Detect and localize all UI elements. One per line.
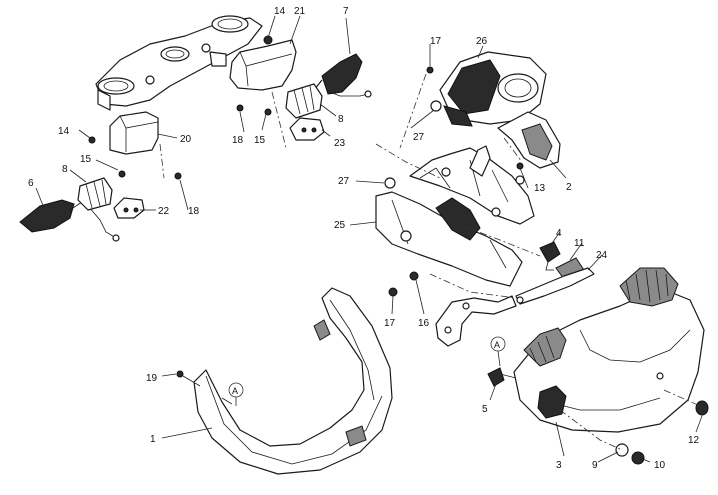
label-3: 3 xyxy=(556,460,562,471)
callout-labels: 14 21 7 17 26 27 14 20 15 8 6 22 18 18 1… xyxy=(28,6,700,471)
mid-screws xyxy=(388,66,524,297)
label-11: 11 xyxy=(574,238,585,249)
label-12: 12 xyxy=(688,435,700,446)
label-10: 10 xyxy=(654,460,666,471)
part-4-relay xyxy=(539,241,561,271)
reference-a-right-label: A xyxy=(494,340,500,350)
label-27-mid: 27 xyxy=(338,176,350,187)
label-6: 6 xyxy=(28,178,34,189)
part-22-bracket xyxy=(113,197,145,219)
label-17-top: 17 xyxy=(430,36,442,47)
label-8-top: 8 xyxy=(338,114,344,125)
part-26-instrument-cluster xyxy=(439,51,547,127)
label-14-left: 14 xyxy=(58,126,70,137)
reference-a-right xyxy=(490,336,506,367)
part-24-wire-bracket xyxy=(515,267,595,305)
part-9-10-nut-washer xyxy=(615,443,645,465)
label-27-top: 27 xyxy=(413,132,425,143)
label-21: 21 xyxy=(294,6,306,17)
part-25-front-panel xyxy=(375,145,523,287)
part-8-left-rubber xyxy=(77,177,113,211)
part-1-front-fairing xyxy=(193,287,393,475)
part-3-headlight-assembly xyxy=(513,267,705,433)
label-18-top: 18 xyxy=(232,135,244,146)
part-21-clamp xyxy=(229,35,297,91)
label-4: 4 xyxy=(556,228,562,239)
part-23-bracket xyxy=(289,117,325,141)
label-22: 22 xyxy=(158,206,170,217)
reference-a-left xyxy=(221,382,244,406)
upper-triple-clamp xyxy=(95,15,263,111)
label-13: 13 xyxy=(534,183,546,194)
label-8-left: 8 xyxy=(62,164,68,175)
part-2-cover xyxy=(497,111,561,169)
part-8-right-rubber xyxy=(285,83,323,119)
label-5: 5 xyxy=(482,404,488,415)
part-16-headlight-bracket xyxy=(435,295,517,347)
label-19: 19 xyxy=(146,373,158,384)
part-20-clamp xyxy=(109,111,159,155)
label-14-top: 14 xyxy=(274,6,286,17)
part-25-support-bracket xyxy=(409,147,535,225)
label-26: 26 xyxy=(476,36,488,47)
label-23: 23 xyxy=(334,138,346,149)
label-25: 25 xyxy=(334,220,346,231)
label-20: 20 xyxy=(180,134,192,145)
label-15-top: 15 xyxy=(254,135,266,146)
small-screws-upper-left xyxy=(88,104,272,180)
alignment-lines xyxy=(159,73,701,451)
label-7: 7 xyxy=(343,6,349,17)
leader-lines xyxy=(35,15,703,463)
part-19-screw xyxy=(176,370,201,387)
label-16: 16 xyxy=(418,318,430,329)
label-15-left: 15 xyxy=(80,154,92,165)
label-18-left: 18 xyxy=(188,206,200,217)
part-27-right-bumper xyxy=(384,100,442,189)
part-5-adjuster xyxy=(487,367,517,387)
label-9: 9 xyxy=(592,460,598,471)
part-12-plug xyxy=(695,400,709,416)
label-24: 24 xyxy=(596,250,608,261)
label-17-mid: 17 xyxy=(384,318,396,329)
reference-a-left-label: A xyxy=(232,386,238,396)
label-1: 1 xyxy=(150,434,156,445)
label-2: 2 xyxy=(566,182,572,193)
